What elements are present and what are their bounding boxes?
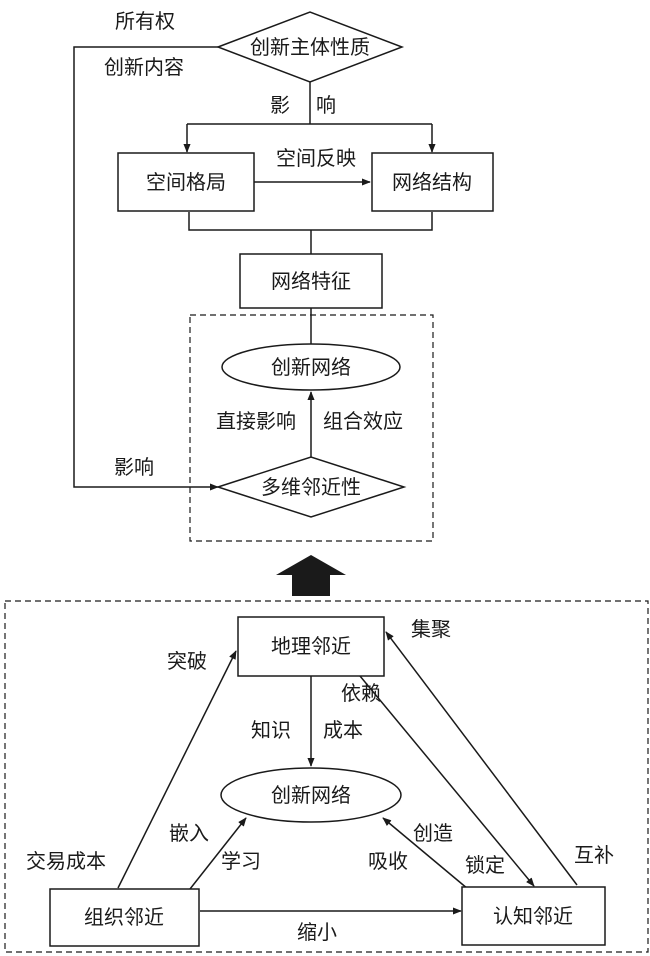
- direct-influence-label: 直接影响: [216, 409, 296, 433]
- combined-effect-label: 组合效应: [323, 409, 403, 433]
- diamond-nature-label: 创新主体性质: [250, 35, 370, 59]
- spatial-pattern-label: 空间格局: [146, 170, 226, 194]
- ownership-label: 所有权: [115, 9, 175, 33]
- innovation-content-label: 创新内容: [104, 55, 184, 79]
- knowledge-label: 知识: [251, 718, 291, 742]
- org-proximity-label: 组织邻近: [84, 905, 164, 929]
- breakthrough-arrow: [117, 650, 237, 889]
- agglomeration-label: 集聚: [411, 617, 451, 641]
- innovation-subject-diamond: [215, 11, 405, 83]
- create-absorb-arrow: [382, 817, 469, 890]
- lock-in-label: 锁定: [465, 853, 505, 877]
- left-influence-label: 影响: [114, 455, 154, 479]
- dependence-arrow: [359, 675, 535, 887]
- ownership-influence-line: [73, 46, 219, 491]
- cognitive-proximity-label: 认知邻近: [493, 904, 573, 928]
- transaction-cost-label: 交易成本: [26, 849, 106, 873]
- learn-label: 学习: [221, 849, 261, 873]
- innovation-network-ellipse-top: [221, 343, 401, 391]
- network-features-box: [239, 253, 383, 309]
- breakthrough-label: 突破: [167, 649, 207, 673]
- spatial-pattern-box: [117, 152, 255, 212]
- merge-line: [188, 212, 433, 231]
- absorb-label: 吸收: [368, 849, 408, 873]
- network-structure-box: [371, 152, 494, 212]
- multi-proximity-diamond: [215, 456, 407, 518]
- agglomeration-arrow: [385, 631, 578, 886]
- dependence-label: 依赖: [341, 681, 381, 705]
- geo-proximity-box: [237, 616, 385, 677]
- geo-proximity-label: 地理邻近: [271, 634, 351, 658]
- create-label: 创造: [413, 821, 453, 845]
- complement-label: 互补: [574, 843, 614, 867]
- innovation-network-label-bottom: 创新网络: [271, 783, 351, 807]
- influence-label-xiang: 响: [316, 93, 336, 117]
- bottom-dashed-container: [4, 600, 649, 953]
- big-up-arrow: [276, 555, 346, 596]
- cognitive-proximity-box: [461, 886, 606, 946]
- network-features-label: 网络特征: [271, 269, 351, 293]
- innovation-network-ellipse-bottom: [220, 767, 402, 823]
- innovation-network-label-top: 创新网络: [271, 355, 351, 379]
- org-proximity-box: [49, 888, 200, 947]
- shrink-label: 缩小: [297, 920, 337, 944]
- cost-label: 成本: [323, 718, 363, 742]
- network-structure-label: 网络结构: [392, 170, 472, 194]
- embed-learn-arrow: [189, 817, 247, 890]
- multi-proximity-label: 多维邻近性: [261, 475, 361, 499]
- spatial-reflection-label: 空间反映: [276, 146, 356, 170]
- embed-label: 嵌入: [169, 821, 209, 845]
- influence-label-ying: 影: [270, 93, 290, 117]
